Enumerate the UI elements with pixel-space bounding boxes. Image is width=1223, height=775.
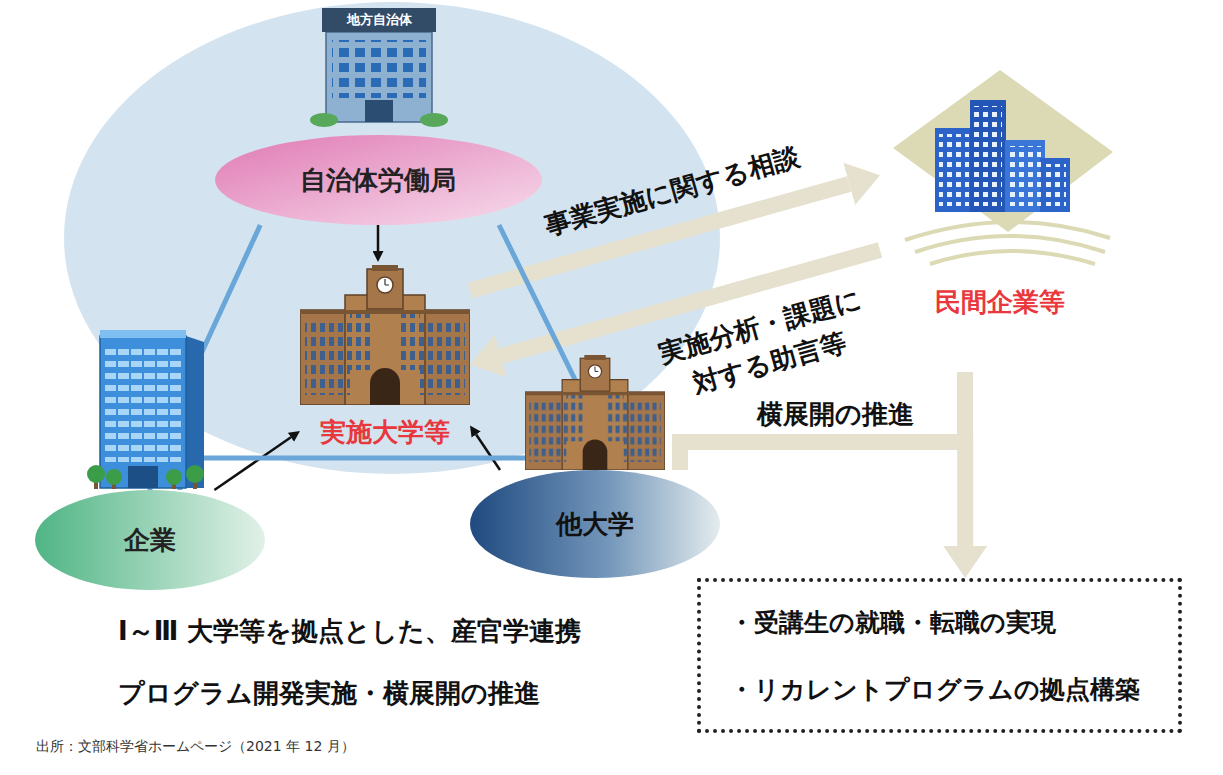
windows [1044,164,1066,206]
connector-arrow [377,225,380,251]
connector-arrow [680,442,965,546]
private-company-node: 民間企業等 [880,60,1120,322]
ellipse-shape [215,135,542,225]
door [365,100,393,122]
background-circle [64,2,720,474]
flow-band [957,372,973,444]
node-text: ・受講生の就職・転職の実現 [729,606,1056,639]
bush [420,113,448,127]
connector-arrow [180,225,260,490]
windows [939,134,969,206]
node-text: ・リカレントプログラムの拠点構築 [729,673,1140,706]
tree [186,465,204,483]
bush [310,113,338,127]
private-company-icon [893,70,1113,264]
windows [332,40,426,98]
company-ellipse: 企業 [35,490,265,590]
edge-label: 実施分析・課題に 対する助言等 [643,277,887,412]
other-university-ellipse: 他大学 [470,470,720,578]
office-building [87,330,204,489]
node-text: 実施大学等 [320,415,450,450]
tree [106,469,122,485]
agency-ellipse: 自治体労働局 [215,135,542,225]
node-text: 他大学 [556,507,634,542]
outcome-box: ・受講生の就職・転職の実現・リカレントプログラムの拠点構築 [697,578,1182,733]
university-building [525,355,665,470]
ground-tile [893,70,1113,232]
ellipse-outline [35,490,265,590]
tower [970,100,1006,212]
building-side [186,336,204,488]
door [128,466,158,488]
edge-label: 事業実施に関する相談 [522,133,821,250]
windows [1009,146,1041,206]
windows [104,344,182,462]
source-caption: 出所：文部科学省ホームページ（2021 年 12 月） [36,738,355,756]
program-note: Ⅰ～Ⅲ 大学等を拠点とした、産官学連携 プログラム開発実施・横展開の推進 [118,600,678,724]
university-node: 実施大学等 [300,262,470,452]
connector-arrow [150,458,560,490]
ellipse-outline [470,470,720,578]
connector-arrow [476,435,500,470]
swoosh [930,251,1095,264]
ellipse-outline [215,135,542,225]
connector-arrow [214,437,291,490]
ellipse-shape [35,490,265,590]
building-sign [322,8,436,32]
windows [974,106,1002,206]
node-text: 民間企業等 [935,285,1065,320]
government-building [310,8,448,127]
tower [1040,158,1070,212]
tree [166,469,182,485]
tower [1005,140,1045,212]
building-body [326,32,432,122]
university-building [300,265,470,405]
tower [935,128,973,212]
building-sign-text: 地方自治体 [322,8,436,32]
ellipse-shape [470,470,720,578]
tree [87,465,105,483]
node-text: 企業 [124,523,176,558]
edge-label: 横展開の推進 [757,396,914,434]
building-roof [100,330,186,338]
node-text: 自治体労働局 [300,163,456,198]
building-body [100,336,186,488]
